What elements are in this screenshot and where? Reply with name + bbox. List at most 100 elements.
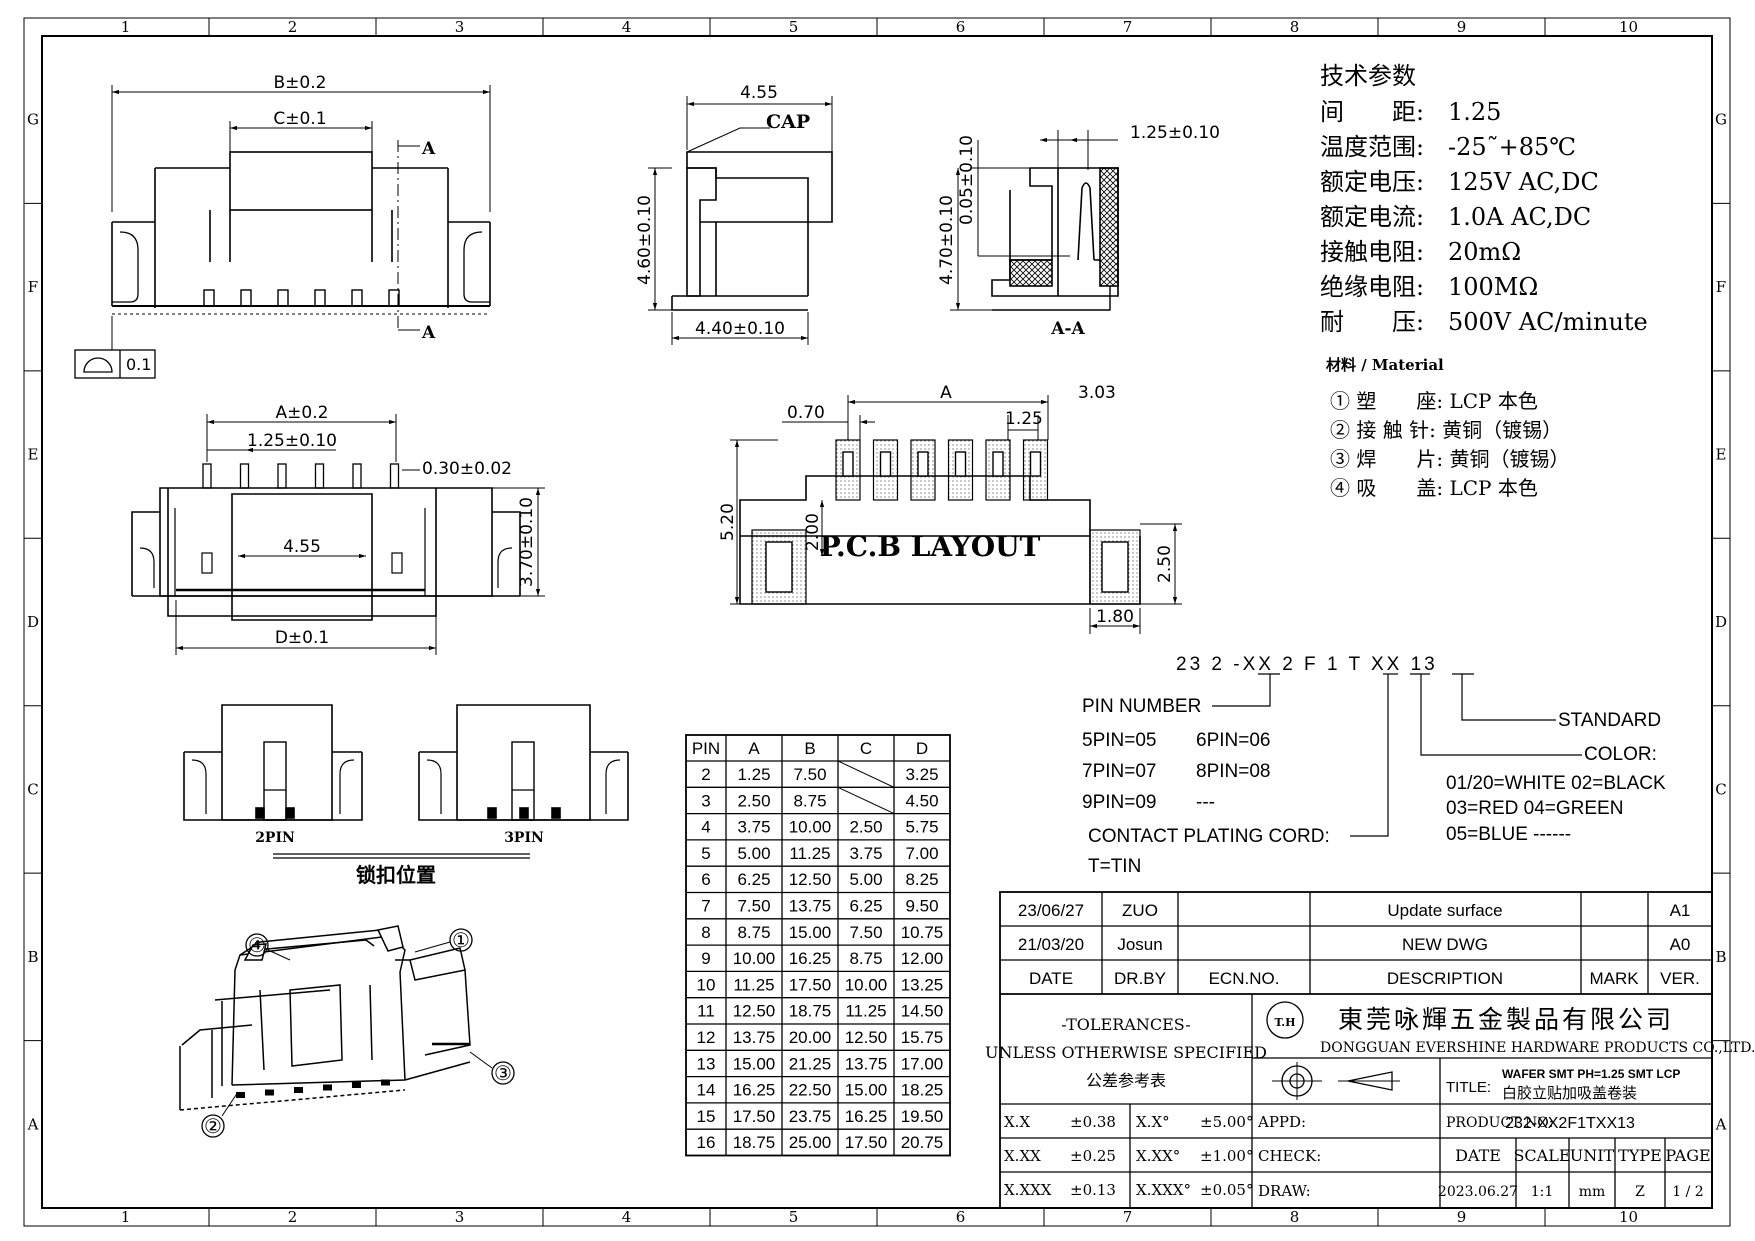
bottom-pin-set xyxy=(202,463,400,489)
table-cell: 10.00 xyxy=(845,975,888,994)
table-header: PIN xyxy=(692,739,720,758)
row-label-left: G xyxy=(27,111,39,129)
table-cell: 5.75 xyxy=(905,818,938,837)
spec-label: 绝缘电阻: xyxy=(1320,273,1424,301)
isometric-view xyxy=(179,925,471,1111)
table-empty-cell xyxy=(837,760,895,788)
table-cell: 14 xyxy=(697,1081,716,1100)
row-label-left: E xyxy=(28,446,39,464)
row-label-left: B xyxy=(27,948,38,966)
front-view xyxy=(111,85,491,350)
table-cell: 11.25 xyxy=(733,975,774,994)
row-label-left: A xyxy=(27,1115,39,1133)
pin-code: 8PIN=08 xyxy=(1196,761,1270,782)
side-view xyxy=(648,96,833,345)
title-line-2: 白胶立贴加吸盖卷装 xyxy=(1502,1085,1637,1102)
table-cell: 16.25 xyxy=(789,949,832,968)
table-cell: 8.75 xyxy=(737,923,770,942)
table-empty-cell xyxy=(837,786,895,815)
info-header: TYPE xyxy=(1618,1146,1662,1165)
side-view-labels: 4.55 CAP 4.60±0.10 4.40±0.10 xyxy=(635,83,810,339)
info-header: DATE xyxy=(1455,1146,1501,1165)
tol-av: ±0.13 xyxy=(1070,1181,1116,1199)
bottom-view-labels: A±0.2 1.25±0.10 0.30±0.02 4.55 3.70±0.10… xyxy=(247,403,537,648)
info-value: 1:1 xyxy=(1531,1184,1554,1200)
lock-2pin-label: 2PIN xyxy=(255,830,295,846)
pin-code: 6PIN=06 xyxy=(1196,730,1270,751)
bottom-view xyxy=(131,414,545,655)
col-label-top: 3 xyxy=(455,18,465,36)
col-label-bottom: 8 xyxy=(1290,1208,1300,1226)
table-cell: 17.50 xyxy=(789,975,832,994)
spec-value: 20mΩ xyxy=(1448,238,1521,266)
rev-ver: A1 xyxy=(1670,901,1691,920)
material-line: ④ 吸 盖: LCP 本色 xyxy=(1330,476,1538,500)
table-cell: 3.75 xyxy=(737,818,770,837)
color-line-3: 05=BLUE ------ xyxy=(1446,824,1571,845)
front-pin-set xyxy=(203,289,400,307)
tol-bv: ±1.00° xyxy=(1200,1147,1253,1165)
dim-pad-width: 0.70 xyxy=(787,403,825,423)
dim-pcb-total: 5.20 xyxy=(718,503,738,541)
section-mark-top: A xyxy=(421,139,436,159)
table-cell: 23.75 xyxy=(789,1107,832,1126)
table-cell: 11 xyxy=(697,1002,715,1021)
table-cell: 16.25 xyxy=(845,1107,888,1126)
company-logo: T.H xyxy=(1275,1016,1296,1029)
pcb-labels: 0.70 A 3.03 1.25 5.20 2.00 P.C.B LAYOUT … xyxy=(718,383,1175,627)
table-header: C xyxy=(860,739,872,758)
product-no-value: 232-XX2F1TXX13 xyxy=(1505,1115,1635,1132)
info-header: PAGE xyxy=(1665,1146,1710,1165)
part-code: 23 2 -XX 2 F 1 T XX 13 PIN NUMBER 5PIN=0… xyxy=(1082,654,1666,877)
dim-d: D±0.1 xyxy=(275,628,329,648)
dim-pitch: 1.25±0.10 xyxy=(247,431,337,451)
spec-label: 温度范围: xyxy=(1320,133,1424,161)
spec-value: 1.25 xyxy=(1448,98,1501,126)
table-cell: 13 xyxy=(697,1054,716,1073)
pcb-pad-hole xyxy=(954,451,967,477)
table-cell: 7.50 xyxy=(793,765,826,784)
table-cell: 9 xyxy=(701,949,710,968)
table-cell: 2.50 xyxy=(849,818,882,837)
table-cell: 25.00 xyxy=(789,1133,832,1152)
col-label-bottom: 1 xyxy=(121,1208,131,1226)
tol-b: X.XXX° xyxy=(1136,1181,1191,1199)
table-cell: 12.50 xyxy=(789,870,832,889)
table-cell: 7.50 xyxy=(849,923,882,942)
iso-pin xyxy=(265,1089,274,1096)
isometric-callouts: ① ② ③ ④ xyxy=(201,928,515,1138)
callout-1: ① xyxy=(452,928,470,952)
row-label-right: F xyxy=(1716,278,1726,296)
dim-section-h1: 0.05±0.10 xyxy=(957,135,977,225)
spec-label: 耐 压: xyxy=(1320,308,1424,336)
pin-code: 9PIN=09 xyxy=(1082,792,1156,813)
table-cell: 4.50 xyxy=(905,791,938,810)
table-cell: 8 xyxy=(701,923,710,942)
company-name-cn: 東莞咏輝五金製品有限公司 xyxy=(1338,1005,1674,1034)
bottom-pin xyxy=(314,463,325,489)
col-label-bottom: 2 xyxy=(288,1208,298,1226)
table-cell: 10.00 xyxy=(733,949,776,968)
table-cell: 15.00 xyxy=(733,1054,776,1073)
table-cell: 16 xyxy=(697,1133,716,1152)
table-cell: 6.25 xyxy=(849,897,882,916)
color-label: COLOR: xyxy=(1584,744,1657,765)
plating-label: CONTACT PLATING CORD: xyxy=(1088,826,1330,847)
table-header: D xyxy=(916,739,928,758)
tol-av: ±0.25 xyxy=(1070,1147,1116,1165)
table-cell: 7.50 xyxy=(737,897,770,916)
iso-pin xyxy=(352,1082,361,1088)
section-label: A-A xyxy=(1050,319,1085,339)
table-header: A xyxy=(748,739,760,758)
iso-pin xyxy=(294,1087,303,1093)
spec-label: 接触电阻: xyxy=(1320,238,1424,266)
draw-label: DRAW: xyxy=(1258,1182,1311,1200)
dim-pcb-pad-h: 2.00 xyxy=(803,513,823,551)
table-cell: 21.25 xyxy=(789,1054,832,1073)
lock-3pin xyxy=(418,704,629,821)
info-value: 1 / 2 xyxy=(1672,1184,1703,1200)
pcb-layout xyxy=(730,395,1182,634)
